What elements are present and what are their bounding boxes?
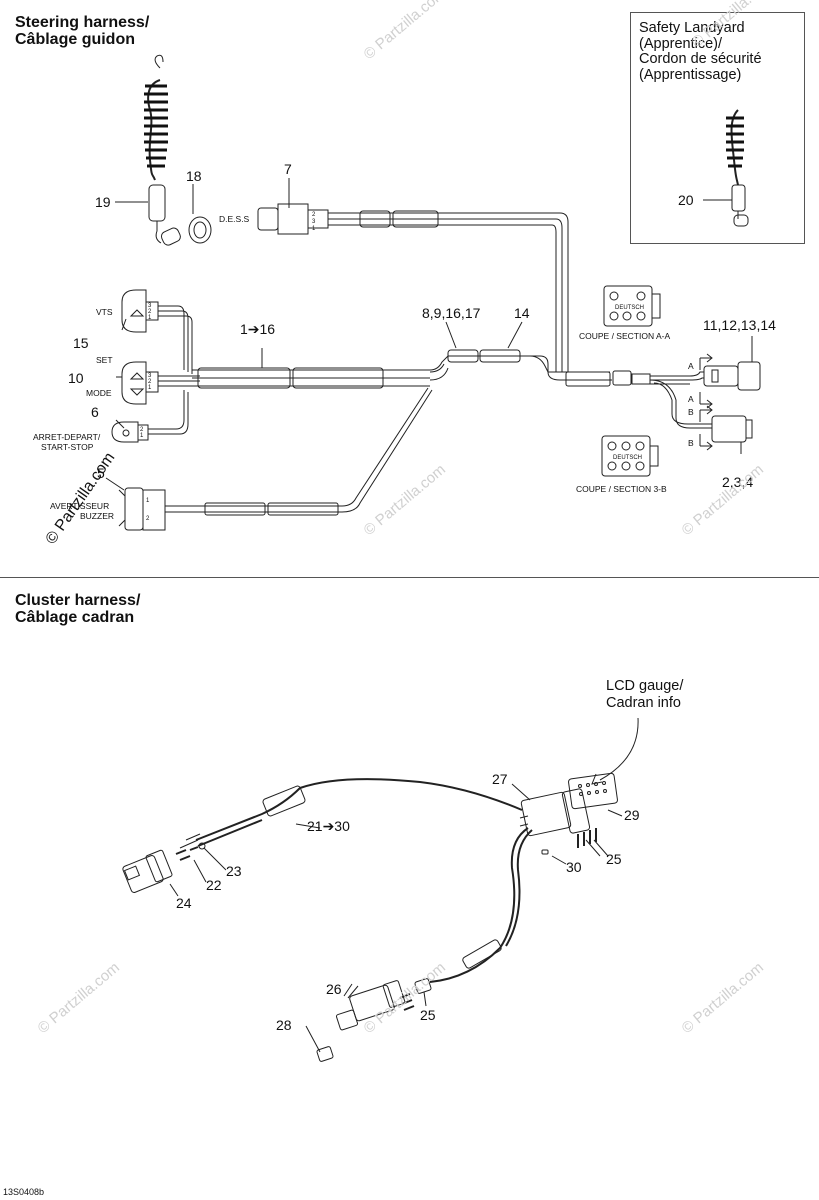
coiled-lanyard-20 xyxy=(726,109,749,227)
safety-title-line3: Cordon de sécurité xyxy=(639,51,762,67)
cluster-harness-panel: Cluster harness/ Câblage cadran xyxy=(0,578,819,1200)
callout-2-3-4: 2,3,4 xyxy=(722,474,753,490)
steering-title-line2: Câblage guidon xyxy=(15,31,135,48)
lcd-gauge-label-line2: Cadran info xyxy=(606,695,681,711)
section-a-a-connector xyxy=(603,285,661,327)
svg-text:1: 1 xyxy=(148,315,152,321)
safety-lanyard-title: Safety Landyard (Apprentice)/ Cordon de … xyxy=(639,20,762,83)
callout-29: 29 xyxy=(624,807,640,823)
lcd-plate-29 xyxy=(568,772,618,810)
callout-19: 19 xyxy=(95,194,111,210)
connector-27 xyxy=(519,788,591,837)
safety-lanyard-inset: Safety Landyard (Apprentice)/ Cordon de … xyxy=(630,12,805,244)
steering-title-line1: Steering harness/ xyxy=(15,14,150,31)
connector-a xyxy=(703,361,761,391)
set-mode-switch-10 xyxy=(121,361,159,405)
callout-25-lower: 25 xyxy=(420,1007,436,1023)
section-b-b-connector xyxy=(601,435,659,477)
callout-6: 6 xyxy=(91,404,99,420)
svg-text:1: 1 xyxy=(148,385,152,391)
callout-30: 30 xyxy=(566,859,582,875)
label-section-a-upper: A xyxy=(688,361,694,371)
callout-26: 26 xyxy=(326,981,342,997)
callout-21-30: 21➔30 xyxy=(307,818,350,834)
ring-18 xyxy=(188,216,212,244)
callout-7: 7 xyxy=(284,161,292,177)
callout-14: 14 xyxy=(514,305,530,321)
panel-divider xyxy=(0,577,819,578)
callout-15: 15 xyxy=(73,335,89,351)
label-avertisseur: AVERTISSEUR xyxy=(50,501,109,511)
callout-1-16: 1➔16 xyxy=(240,321,275,337)
start-stop-switch-6 xyxy=(111,421,149,443)
callout-27: 27 xyxy=(492,771,508,787)
label-buzzer: BUZZER xyxy=(80,511,114,521)
steering-harness-title: Steering harness/ Câblage guidon xyxy=(15,14,149,48)
svg-text:3: 3 xyxy=(148,303,152,309)
steering-harness-panel: Steering harness/ Câblage guidon Safety … xyxy=(0,0,819,578)
coiled-lanyard-19 xyxy=(144,54,181,246)
connector-24 xyxy=(122,849,173,893)
label-deutsch-a: DEUTSCH xyxy=(615,305,644,311)
label-mode: MODE xyxy=(86,388,112,398)
svg-text:2: 2 xyxy=(146,516,150,522)
connector-26 xyxy=(335,980,406,1031)
label-section-a-a: COUPE / SECTION A-A xyxy=(579,331,670,341)
callout-22: 22 xyxy=(206,877,222,893)
callout-24: 24 xyxy=(176,895,192,911)
callout-23: 23 xyxy=(226,863,242,879)
svg-text:3: 3 xyxy=(312,219,316,225)
lcd-gauge-label-line1: LCD gauge/ xyxy=(606,678,684,694)
cluster-title-line2: Câblage cadran xyxy=(15,609,135,626)
label-section-b-b: COUPE / SECTION 3-B xyxy=(576,484,667,494)
svg-text:1: 1 xyxy=(140,433,144,439)
callout-20: 20 xyxy=(678,192,694,208)
buzzer-5 xyxy=(118,487,166,531)
cluster-harness-title: Cluster harness/ Câblage cadran xyxy=(15,592,140,626)
label-arret-depart: ARRET-DEPART/ xyxy=(33,432,101,442)
steering-harness-diagram: 231 321 321 21 12 19 18 7 20 15 10 6 5 1… xyxy=(33,54,776,531)
svg-text:2: 2 xyxy=(140,427,144,433)
label-section-b-lower: B xyxy=(688,438,694,448)
callout-5: 5 xyxy=(97,465,105,481)
svg-text:2: 2 xyxy=(148,309,152,315)
label-set: SET xyxy=(96,355,113,365)
callout-18: 18 xyxy=(186,168,202,184)
svg-text:3: 3 xyxy=(148,373,152,379)
safety-title-line4: (Apprentissage) xyxy=(639,66,742,83)
svg-text:1: 1 xyxy=(312,226,316,232)
label-vts: VTS xyxy=(96,307,113,317)
footer-code: 13S0408b xyxy=(3,1187,45,1197)
label-dess: D.E.S.S xyxy=(219,214,250,224)
dess-connector-7 xyxy=(257,203,329,235)
svg-text:2: 2 xyxy=(312,212,316,218)
callout-10: 10 xyxy=(68,370,84,386)
vts-switch-15 xyxy=(121,289,159,333)
callout-8-9-16-17: 8,9,16,17 xyxy=(422,305,481,321)
safety-title-line1: Safety Landyard xyxy=(639,20,745,36)
label-section-b-upper: B xyxy=(688,407,694,417)
cluster-title-line1: Cluster harness/ xyxy=(15,592,141,609)
label-section-a-lower: A xyxy=(688,394,694,404)
label-deutsch-b: DEUTSCH xyxy=(613,455,642,461)
connector-b xyxy=(711,415,753,443)
svg-text:2: 2 xyxy=(148,379,152,385)
label-start-stop: START-STOP xyxy=(41,442,94,452)
callout-28: 28 xyxy=(276,1017,292,1033)
callout-25-upper: 25 xyxy=(606,851,622,867)
svg-text:1: 1 xyxy=(146,498,150,504)
cluster-harness-diagram: 27 29 21➔30 23 22 24 30 25 26 25 28 LCD … xyxy=(122,678,684,1062)
safety-title-line2: (Apprentice)/ xyxy=(639,35,723,52)
callout-11-12-13-14: 11,12,13,14 xyxy=(703,317,776,333)
